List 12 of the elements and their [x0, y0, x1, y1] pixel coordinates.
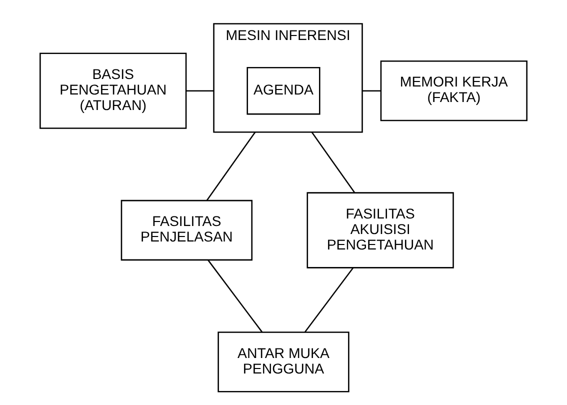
connector [208, 260, 263, 332]
node-box: BASIS PENGETAHUAN (ATURAN) [40, 52, 187, 129]
connector [304, 267, 354, 332]
connector [362, 90, 381, 92]
node-box: AGENDA [246, 66, 320, 115]
connector [311, 132, 356, 193]
connector [206, 132, 256, 201]
node-box: MEMORI KERJA (FAKTA) [380, 60, 528, 122]
node-box: FASILITAS AKUISISI PENGETAHUAN [306, 192, 454, 268]
node-box: FASILITAS PENJELASAN [120, 200, 253, 261]
node-box: ANTAR MUKA PENGGUNA [218, 332, 350, 392]
connector [186, 90, 214, 92]
